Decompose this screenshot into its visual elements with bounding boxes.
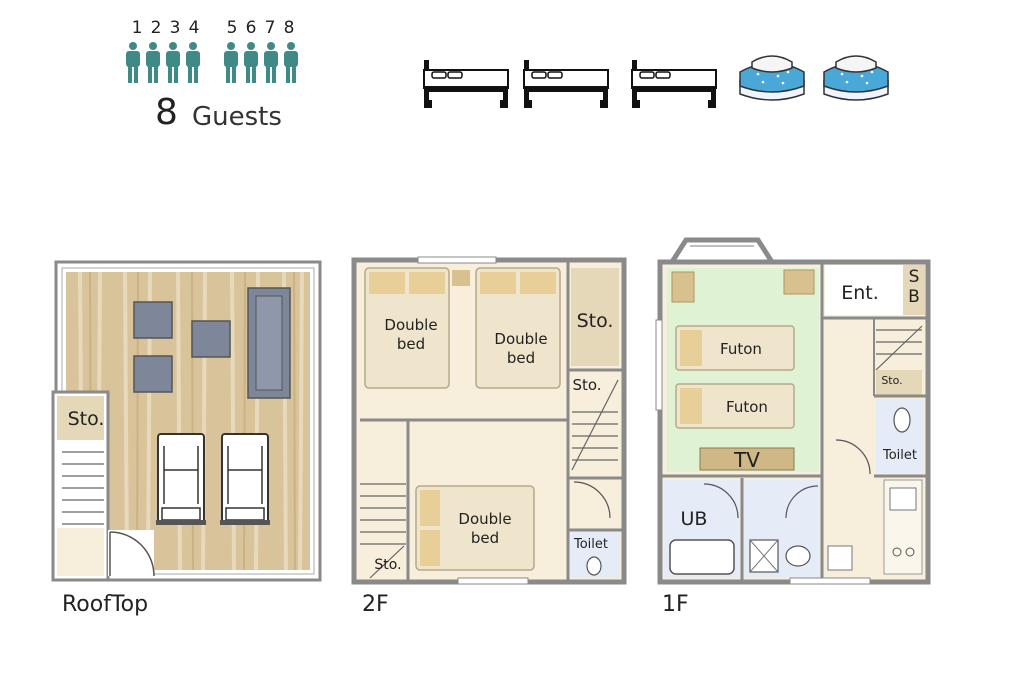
storage-label: Sto. bbox=[576, 310, 614, 332]
toilet-label: Toilet bbox=[882, 448, 917, 463]
toilet-label: Toilet bbox=[573, 537, 608, 552]
person-icon bbox=[186, 42, 200, 83]
shoe-box-label: S B bbox=[908, 267, 920, 307]
person-icon bbox=[244, 42, 258, 83]
first-floor-plan bbox=[655, 237, 931, 585]
guests-word: Guests bbox=[192, 102, 282, 132]
bed-icon bbox=[423, 59, 509, 109]
guest-number: 7 bbox=[264, 18, 276, 38]
guest-number: 1 bbox=[131, 18, 143, 38]
guests-count: 8 bbox=[155, 92, 178, 133]
floor-label-2f: 2F bbox=[362, 592, 389, 617]
bath-label: UB bbox=[680, 508, 708, 530]
person-icon bbox=[284, 42, 298, 83]
person-icon bbox=[126, 42, 140, 83]
double-bed-label: Double bed bbox=[494, 330, 548, 367]
double-bed-label: Double bed bbox=[384, 316, 438, 353]
storage-label: Sto. bbox=[572, 376, 602, 394]
second-floor-plan bbox=[351, 256, 627, 585]
bedding-icons bbox=[423, 55, 889, 109]
futon-icon bbox=[739, 55, 805, 101]
guest-number: 4 bbox=[188, 18, 200, 38]
entrance-label: Ent. bbox=[841, 282, 879, 304]
person-icon bbox=[264, 42, 278, 83]
bed-icon bbox=[523, 59, 609, 109]
bed-icon bbox=[631, 59, 717, 109]
person-icon bbox=[166, 42, 180, 83]
futon-icon bbox=[823, 55, 889, 101]
storage-label: Sto. bbox=[374, 557, 402, 573]
person-icon bbox=[224, 42, 238, 83]
futon-label: Futon bbox=[720, 340, 762, 358]
futon-label: Futon bbox=[726, 398, 768, 416]
guest-number: 8 bbox=[283, 18, 295, 38]
guest-number: 3 bbox=[169, 18, 181, 38]
double-bed-label: Double bed bbox=[458, 510, 512, 547]
guest-number: 2 bbox=[150, 18, 162, 38]
floor-label-rooftop: RoofTop bbox=[62, 592, 149, 617]
storage-label: Sto. bbox=[881, 374, 903, 387]
floor-label-1f: 1F bbox=[662, 592, 689, 617]
guest-number: 5 bbox=[226, 18, 238, 38]
guest-number: 6 bbox=[245, 18, 257, 38]
guest-icons bbox=[126, 42, 298, 83]
tv-label: TV bbox=[734, 448, 760, 472]
person-icon bbox=[146, 42, 160, 83]
rooftop-storage-label: Sto. bbox=[67, 408, 105, 430]
rooftop-plan bbox=[51, 260, 322, 582]
